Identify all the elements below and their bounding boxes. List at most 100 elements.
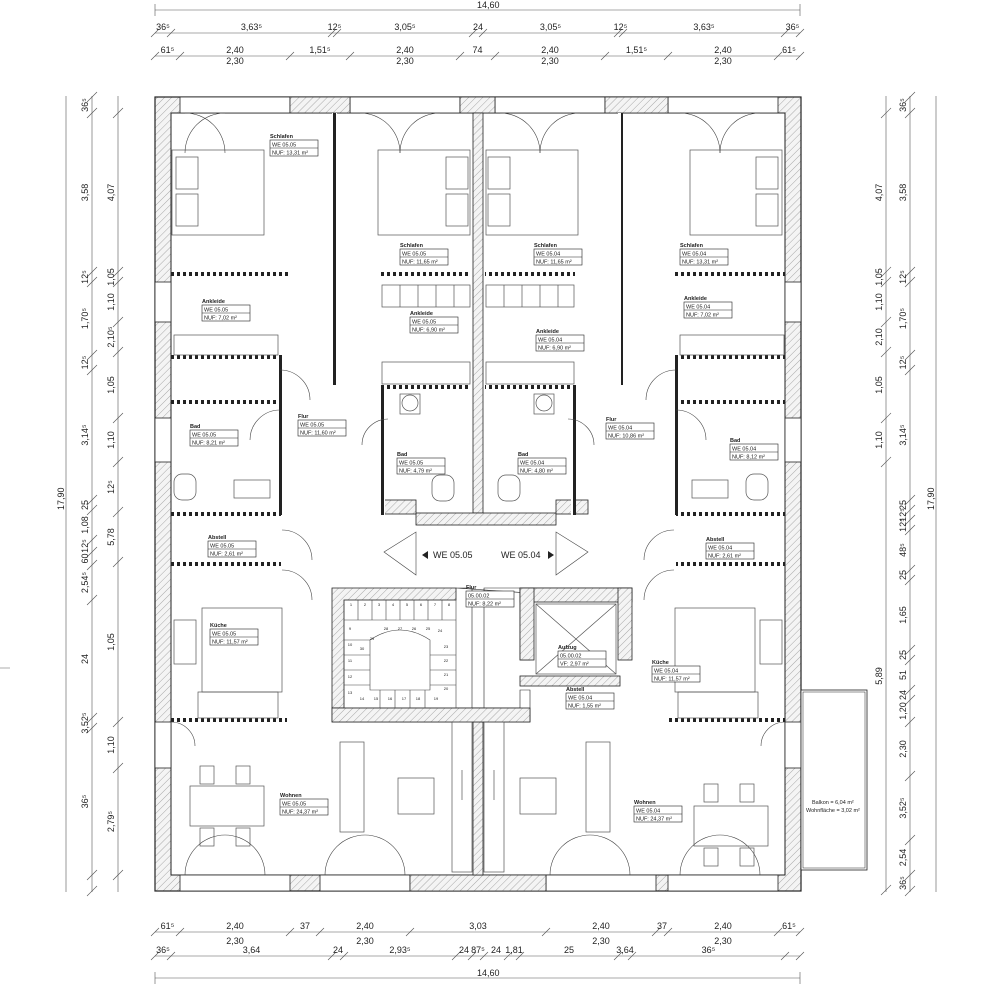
room-unit: WE 05.05 (204, 308, 228, 314)
room-unit: WE 05.05 (210, 544, 234, 550)
room-unit: WE 05.05 (282, 802, 306, 808)
stair-step-number: 11 (348, 658, 353, 663)
room-name: Flur (606, 417, 617, 423)
room-name: Abstell (706, 537, 725, 543)
dimension-label: 1,05 (106, 268, 116, 286)
stair-step-number: 6 (420, 602, 423, 607)
room-area: NUF: 10,86 m² (608, 434, 644, 440)
dimension-label: 1,10 (874, 293, 884, 311)
dimension-label: 24 (473, 22, 483, 32)
room-area: NUF: 4,79 m² (399, 469, 432, 475)
dimension-label: 3,05⁵ (540, 22, 562, 32)
unit-label-right: WE 05.04 (501, 550, 541, 560)
room-area: NUF: 11,57 m² (654, 677, 690, 683)
room-area: NUF: 13,31 m² (682, 260, 718, 266)
dimension-label: 2,30 (226, 56, 244, 66)
dimension-label: 25 (564, 945, 574, 955)
dimension-label: 12⁵ (898, 355, 908, 369)
dimension-label: 24 (459, 945, 469, 955)
room-name: Abstell (566, 687, 585, 693)
dimension-label: 25 (898, 570, 908, 580)
stair-step-number: 13 (348, 690, 353, 695)
dimension-label: 3,58 (80, 184, 90, 202)
dimension-label: 1,10 (874, 431, 884, 449)
stair-step-number: 26 (412, 626, 417, 631)
left-dimensions: 17,90 36⁵3,5812⁵1,70⁵12⁵3,14⁵251,0812⁵60… (0, 91, 124, 897)
stair-step-number: 2 (364, 602, 367, 607)
dimension-label: 12⁵ (80, 539, 90, 553)
room-name: Ankleide (410, 311, 433, 317)
stair-step-number: 27 (398, 626, 403, 631)
dimension-label: 2,30 (592, 936, 610, 946)
dimension-label: 12⁵ (898, 508, 908, 522)
dimension-label: 36⁵ (786, 22, 800, 32)
dimension-label: 4,07 (106, 184, 116, 202)
dimension-label: 2,40 (396, 45, 414, 55)
dimension-label: 12⁵ (106, 480, 116, 494)
stair-step-number: 16 (388, 696, 393, 701)
room-area: NUF: 24,37 m² (282, 810, 318, 816)
dimension-label: 1,70⁵ (80, 308, 90, 330)
dimension-label: 36⁵ (898, 876, 908, 890)
room-name: Ankleide (202, 299, 225, 305)
dimension-label: 3,64 (243, 945, 261, 955)
dimension-label: 36⁵ (156, 22, 170, 32)
dimension-label: 1,65 (898, 606, 908, 624)
dimension-label: 2,79⁵ (106, 811, 116, 833)
room-unit: WE 05.04 (732, 447, 756, 453)
room-name: Schlafen (270, 134, 294, 140)
dim-bottom-overall: 14,60 (477, 968, 500, 978)
dimension-label: 37 (657, 921, 667, 931)
dimension-label: 2,40 (714, 921, 732, 931)
room-unit: 05.00.02 (560, 654, 581, 660)
unit-divider: WE 05.05 WE 05.04 (422, 550, 554, 560)
dimension-label: 61⁵ (782, 921, 796, 931)
dimension-label: 1,08 (80, 516, 90, 534)
unit-label-left: WE 05.05 (433, 550, 473, 560)
stair-step-number: 29 (370, 636, 375, 641)
dimension-label: 2,10⁵ (106, 326, 116, 348)
room-area: NUF: 6,90 m² (538, 346, 571, 352)
dim-top-overall: 14,60 (477, 0, 500, 10)
dimension-label: 61⁵ (782, 45, 796, 55)
dimension-label: 1,81 (505, 945, 523, 955)
room-area: NUF: 4,80 m² (520, 469, 553, 475)
dimension-label: 5,78 (106, 528, 116, 546)
stair-step-number: 5 (406, 602, 409, 607)
room-unit: WE 05.04 (686, 305, 710, 311)
stair-step-number: 14 (360, 696, 365, 701)
room-area: NUF: 7,02 m² (686, 313, 719, 319)
room-area: NUF: 11,60 m² (300, 431, 336, 437)
dimension-label: 2,40 (714, 45, 732, 55)
dimension-label: 25 (80, 500, 90, 510)
room-name: Bad (730, 438, 740, 444)
dimension-label: 3,14⁵ (80, 424, 90, 446)
dimension-label: 2,30 (714, 56, 732, 66)
room-name: Wohnen (634, 800, 656, 806)
room-name: Flur (466, 585, 477, 591)
room-unit: WE 05.05 (300, 423, 324, 429)
dimension-label: 12⁵ (898, 518, 908, 532)
room-unit: 05.00.02 (468, 594, 489, 600)
room-unit: WE 05.04 (708, 546, 732, 552)
dimension-label: 36⁵ (156, 945, 170, 955)
dimension-label: 51 (898, 670, 908, 680)
room-name: Wohnen (280, 793, 302, 799)
dimension-label: 3,63⁵ (241, 22, 263, 32)
dimension-label: 3,14⁵ (898, 424, 908, 446)
stair-step-number: 3 (378, 602, 381, 607)
